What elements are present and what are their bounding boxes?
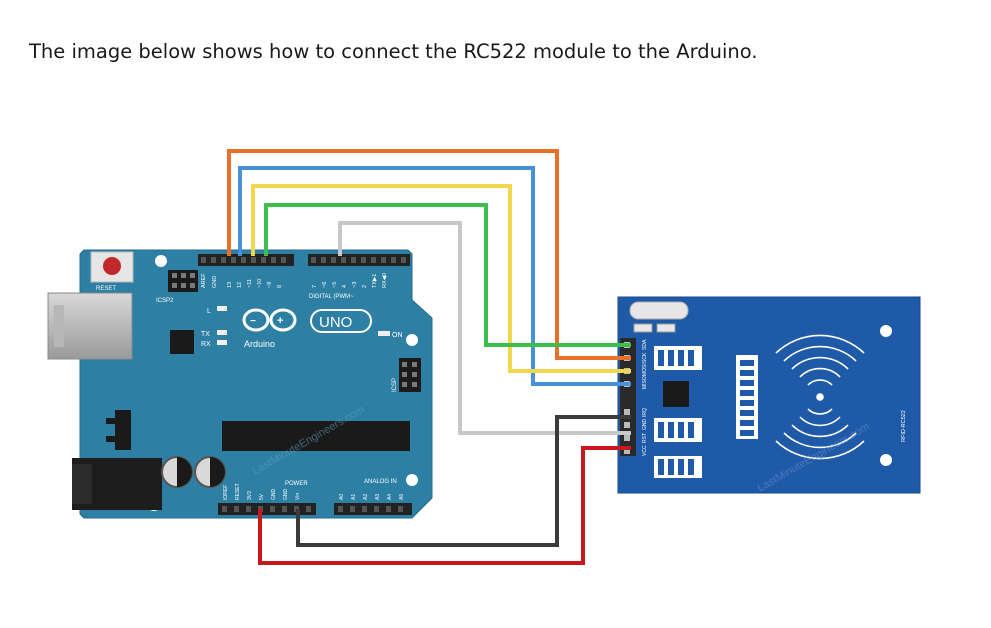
capacitor <box>194 456 226 488</box>
rc522-pin-label: IRQ <box>642 408 648 417</box>
pin-label: A2 <box>363 494 369 500</box>
pin-label: ~3 <box>352 282 358 288</box>
on-led <box>378 331 390 336</box>
wire-gray-rst <box>338 221 631 435</box>
svg-text:+: + <box>277 315 283 327</box>
brand-label: Arduino <box>244 339 275 349</box>
wire-yellow-mosi <box>251 184 631 373</box>
pin-label: A3 <box>375 494 381 500</box>
icsp2-header <box>168 270 198 292</box>
atmega-chip <box>222 421 410 451</box>
pin-label: 3V3 <box>247 491 253 500</box>
voltage-regulator <box>106 410 131 450</box>
intro-text: The image below shows how to connect the… <box>29 40 758 63</box>
pin-label: A1 <box>351 494 357 500</box>
rx-led <box>217 340 227 345</box>
rc522-pin-label: VCC <box>642 445 648 456</box>
mounting-hole <box>406 474 418 486</box>
l-led <box>217 306 227 311</box>
on-label: ON <box>392 332 403 339</box>
pin-label: 12 <box>237 282 243 288</box>
smd-components <box>654 346 702 478</box>
pin-label: TX▶1 <box>372 274 378 288</box>
pin-label: RX◀0 <box>382 273 388 288</box>
resistor-array <box>736 355 758 439</box>
tx-label: TX <box>201 331 210 338</box>
mounting-hole <box>880 325 892 337</box>
mounting-hole <box>880 454 892 466</box>
pin-label: ~11 <box>247 279 253 288</box>
gnd-label: GND <box>212 276 218 288</box>
pin-label: Vin <box>295 493 301 500</box>
pin-label: 7 <box>312 285 318 288</box>
mounting-hole <box>406 334 418 346</box>
pin-label: 13 <box>227 282 233 288</box>
pin-label: 5V <box>259 493 265 500</box>
icsp-header <box>399 358 421 392</box>
pin-label: A5 <box>399 494 405 500</box>
rc522-chip <box>663 381 689 407</box>
wire-orange-sck <box>227 149 631 360</box>
rc522-module-label: RFID-RC522 <box>901 410 907 442</box>
usb-chip <box>170 330 194 354</box>
aref-label: AREF <box>201 273 207 288</box>
wire-red-3v3 <box>258 446 631 565</box>
crystal <box>629 301 689 320</box>
power-label: POWER <box>285 481 308 487</box>
pin-label: ~6 <box>322 282 328 288</box>
top-pin-labels: 13 12 ~11 ~10 ~9 8 7 ~6 ~5 4 ~3 2 TX▶1 RX◀0 <box>227 273 388 288</box>
pin-label: A0 <box>339 494 345 500</box>
rc522-pin-label: RST <box>642 433 648 443</box>
pin-label: RESET <box>235 483 241 500</box>
icsp2-label: ICSP2 <box>156 298 174 304</box>
pin-label: ~10 <box>257 279 263 288</box>
analog-pin-labels: A0 A1 A2 A3 A4 A5 <box>339 494 405 500</box>
rc522-pin-label: MISO <box>642 376 648 389</box>
wires <box>227 149 631 565</box>
uno-logo-text: UNO <box>319 314 352 331</box>
pin-label: ~5 <box>332 282 338 288</box>
wire-blue-miso <box>238 166 631 386</box>
pin-label: GND <box>283 489 289 501</box>
mounting-hole <box>155 255 167 267</box>
power-header <box>218 503 316 515</box>
rc522-pin-label: SDA <box>642 339 648 350</box>
digital-label: DIGITAL (PWM~ <box>309 294 354 300</box>
arduino-logo: − + UNO <box>242 308 372 333</box>
icsp-label: ICSP <box>392 378 398 392</box>
tx-led <box>217 330 227 335</box>
rc522-pin-label: MOSI <box>642 363 648 376</box>
power-pin-labels: IOREF RESET 3V3 5V GND GND Vin <box>223 483 301 500</box>
wire-green-sda <box>264 203 631 347</box>
pin-label: GND <box>271 489 277 501</box>
pin-label: IOREF <box>223 485 229 500</box>
rc522-pin-label: SCK <box>642 352 648 363</box>
rx-label: RX <box>201 341 211 348</box>
l-label: L <box>207 308 211 315</box>
analog-label: ANALOG IN <box>364 479 397 485</box>
pin-label: 8 <box>277 285 283 288</box>
reset-label: RESET <box>96 286 116 292</box>
pin-label: A4 <box>387 494 393 500</box>
svg-text:−: − <box>250 316 256 327</box>
capacitor <box>161 456 193 488</box>
pin-label: 4 <box>342 285 348 288</box>
pin-label: 2 <box>362 285 368 288</box>
rfid-antenna-symbol <box>775 334 865 460</box>
wire-black-gnd <box>296 415 631 547</box>
rc522-pin-label: GND <box>642 419 648 431</box>
pin-label: ~9 <box>267 282 273 288</box>
